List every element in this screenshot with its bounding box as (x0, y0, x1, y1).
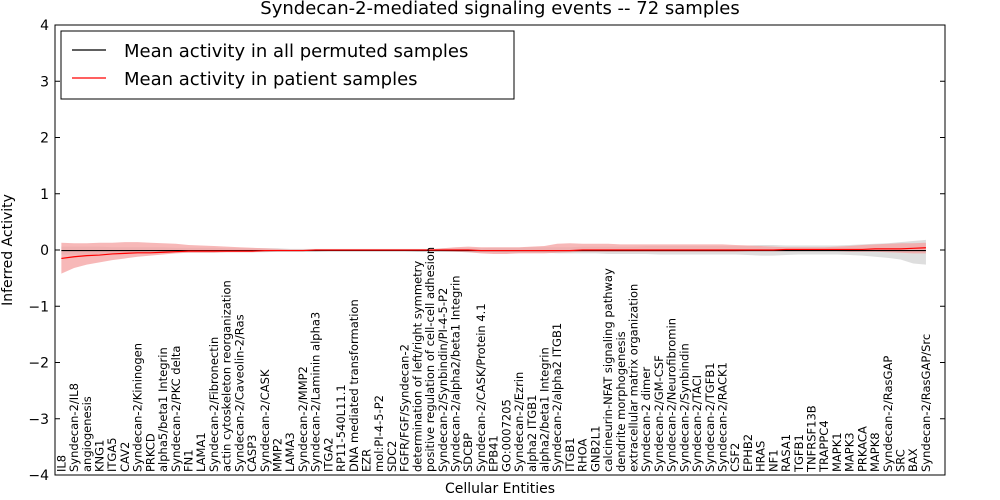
confidence-bands (61, 239, 926, 274)
x-tick-label: RP11-540L11.1 (334, 384, 348, 472)
plot-frame (54, 24, 946, 476)
x-tick-label: Syndecan-2/Laminin alpha3 (309, 312, 323, 472)
x-tick-label: PRKCD (143, 433, 157, 472)
x-tick-label: Syndecan-2/TGFB1 (703, 362, 717, 472)
x-tick-label: MAPK1 (830, 432, 844, 472)
x-tick-label: Syndecan-2/TACI (690, 375, 704, 472)
x-tick-label: Syndecan-2/RACK1 (716, 362, 730, 472)
y-tick-label: −3 (28, 412, 49, 428)
y-tick-label: −4 (28, 468, 49, 484)
x-tick-label: FN1 (182, 449, 196, 472)
x-tick-label: RHOA (576, 439, 590, 472)
x-tick-label: Syndecan-2/RasGAP (881, 356, 895, 472)
chart-title: Syndecan-2-mediated signaling events -- … (260, 0, 739, 19)
x-tick-label: MAPK8 (868, 432, 882, 472)
y-tick-label: 2 (40, 131, 49, 147)
legend-label-permuted: Mean activity in all permuted samples (124, 41, 468, 62)
x-tick-label: Syndecan-2/Ezrin (512, 372, 526, 472)
x-tick-label: Syndecan-2/PKC delta (169, 346, 183, 472)
x-tick-label: BAX (906, 448, 920, 472)
y-tick-label: −2 (28, 356, 49, 372)
x-tick-label: Syndecan-2/CASK (258, 369, 272, 472)
x-tick-label: Syndecan-2/MMP2 (296, 366, 310, 472)
x-tick-label: EPB41 (487, 435, 501, 472)
x-tick-label: mol:PI-4-5-P2 (372, 395, 386, 472)
x-tick-label: LAMA1 (194, 432, 208, 472)
x-tick-label: alpha5/beta1 Integrin (156, 347, 170, 472)
x-tick-label: alpha2 ITGB1 (525, 395, 539, 472)
x-tick-label: Syndecan-2/GM-CSF (652, 355, 666, 472)
x-tick-labels: IL8Syndecan-2/IL8angiogenesisKNG1ITGA5CA… (54, 247, 933, 473)
x-tick-label: Syndecan-2/Caveolin-2/Ras (232, 314, 246, 472)
x-tick-label: DNA mediated transformation (347, 299, 361, 472)
x-tick-label: actin cytoskeleton reorganization (220, 280, 234, 472)
x-tick-label: Syndecan-2/RasGAP/Src (919, 334, 933, 472)
x-tick-label: ITGA5 (105, 437, 119, 472)
x-tick-label: CSF2 (728, 443, 742, 472)
x-tick-label: CASP3 (245, 435, 259, 472)
x-tick-label: GO:0007205 (499, 399, 513, 472)
y-axis-label: Inferred Activity (0, 194, 16, 306)
x-tick-label: Syndecan-2 dimer (639, 367, 653, 472)
y-tick-label: 1 (40, 187, 49, 203)
x-tick-label: calcineurin-NFAT signaling pathway (601, 268, 615, 472)
x-tick-label: SDC2 (385, 440, 399, 472)
x-tick-label: TGFB1 (792, 434, 806, 473)
x-tick-label: GNB2L1 (588, 426, 602, 472)
legend-box (60, 30, 515, 100)
x-tick-label: TNFRSF13B (805, 405, 819, 473)
x-tick-label: alpha2/beta1 Integrin (538, 347, 552, 472)
x-tick-label: RASA1 (779, 434, 793, 472)
x-tick-label: EZR (360, 449, 374, 472)
x-tick-label: determination of left/right symmetry (410, 261, 424, 472)
x-tick-label: Syndecan-2/Synbindin (677, 343, 691, 472)
x-axis-label: Cellular Entities (445, 481, 555, 497)
x-tick-label: ITGA2 (321, 437, 335, 472)
legend: Mean activity in all permuted samples Me… (60, 30, 515, 100)
x-tick-label: extracellular matrix organization (627, 284, 641, 472)
x-tick-label: MAPK3 (843, 432, 857, 472)
y-tick-label: −1 (28, 299, 49, 315)
x-tick-label: EPHB2 (741, 434, 755, 472)
x-tick-label: dendrite morphogenesis (614, 331, 628, 472)
x-tick-label: HRAS (754, 441, 768, 472)
x-tick-label: Syndecan-2/CASK/Protein 4.1 (474, 303, 488, 472)
x-tick-label: PRKACA (855, 426, 869, 472)
x-tick-label: KNG1 (93, 440, 107, 472)
x-tick-label: Syndecan-2/alpha2/beta1 Integrin (449, 275, 463, 472)
y-tick-label: 4 (40, 18, 49, 34)
x-tick-label: SRC (894, 449, 908, 472)
y-axis: −4 −3 −2 −1 0 1 2 3 4 (28, 18, 945, 484)
x-tick-label: NF1 (766, 449, 780, 472)
x-tick-label: positive regulation of cell-cell adhesio… (423, 247, 437, 472)
y-tick-label: 3 (40, 74, 49, 90)
x-tick-label: IL8 (54, 455, 68, 472)
x-tick-label: Syndecan-2/IL8 (67, 383, 81, 472)
x-tick-label: Syndecan-2/Fibronectin (207, 337, 221, 472)
x-tick-label: Syndecan-2/Synbindin/PI-4-5-P2 (436, 288, 450, 472)
y-tick-label: 0 (40, 243, 49, 259)
x-tick-label: SDCBP (461, 433, 475, 472)
x-tick-label: FGFR/FGF/Syndecan-2 (398, 344, 412, 472)
x-tick-label: angiogenesis (80, 396, 94, 472)
x-tick-label: TRAPPC4 (817, 420, 831, 473)
x-tick-label: CAV2 (118, 442, 132, 472)
x-tick-label: LAMA3 (283, 432, 297, 472)
legend-label-patient: Mean activity in patient samples (124, 69, 418, 90)
x-tick-label: Syndecan-2/Kininogen (131, 343, 145, 472)
x-tick-label: Syndecan-2/alpha2 ITGB1 (550, 323, 564, 472)
series-lines (61, 247, 926, 260)
x-tick-label: ITGB1 (563, 437, 577, 472)
x-tick-label: Syndecan-2/Neurofibromin (665, 318, 679, 472)
x-tick-label: MMP2 (271, 438, 285, 472)
series-line-patient (61, 247, 926, 260)
